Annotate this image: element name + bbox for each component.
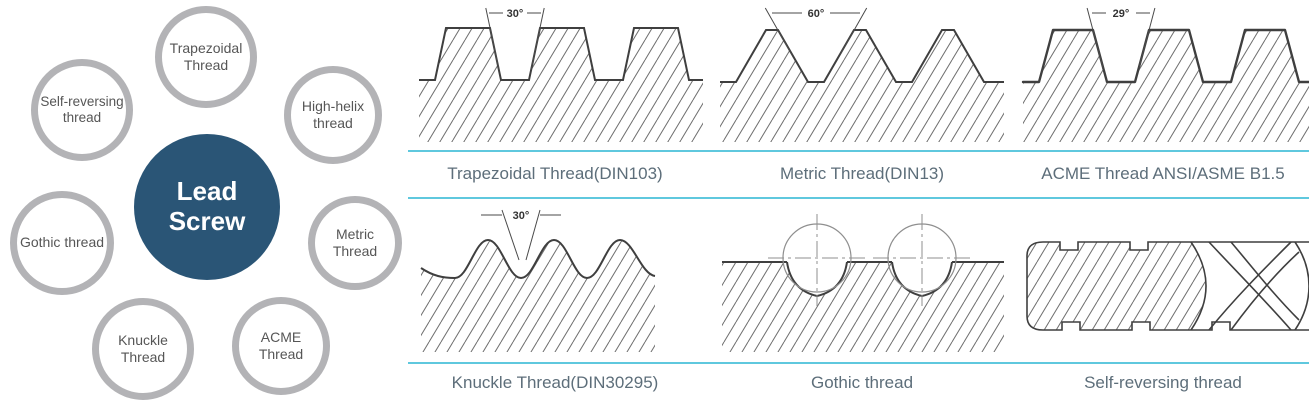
satellite-high-helix-thread: High-helix thread bbox=[284, 66, 382, 164]
satellite-trapezoidal-thread: Trapezoidal Thread bbox=[155, 6, 257, 108]
satellite-acme-thread: ACME Thread bbox=[232, 297, 330, 395]
satellite-label: Trapezoidal Thread bbox=[169, 39, 243, 73]
acme-thread-drawing: 29° bbox=[1021, 7, 1309, 142]
angle-value: 30° bbox=[513, 210, 530, 222]
panel-caption-knuckle: Knuckle Thread(DIN30295) bbox=[405, 366, 705, 400]
caption-text: Gothic thread bbox=[810, 373, 914, 392]
trapezoidal-thread-drawing: 30° bbox=[419, 7, 703, 142]
satellite-label: Self-reversing thread bbox=[40, 93, 124, 125]
satellite-knuckle-thread: Knuckle Thread bbox=[92, 298, 194, 400]
gothic-thread-drawing bbox=[722, 214, 1004, 352]
panel-caption-gothic: Gothic thread bbox=[712, 366, 1012, 400]
satellite-label: Gothic thread bbox=[19, 234, 105, 251]
angle-dimension: 60° bbox=[764, 7, 868, 56]
caption-text: ACME Thread ANSI/ASME B1.5 bbox=[1041, 164, 1285, 183]
angle-dimension: 30° bbox=[485, 7, 545, 71]
caption-text: Metric Thread(DIN13) bbox=[779, 164, 945, 183]
ball-center-marks bbox=[768, 214, 971, 306]
divider-line bbox=[408, 197, 1309, 199]
knuckle-thread-drawing: 30° bbox=[420, 209, 656, 352]
panel-caption-trapezoidal: Trapezoidal Thread(DIN103) bbox=[405, 152, 705, 196]
satellite-label: ACME Thread bbox=[258, 328, 304, 362]
satellite-self-reversing-thread: Self-reversing thread bbox=[31, 59, 133, 161]
divider-line bbox=[408, 150, 1309, 152]
divider-line bbox=[408, 362, 1309, 364]
satellite-label: High-helix thread bbox=[301, 97, 365, 131]
satellite-metric-thread: Metric Thread bbox=[308, 196, 402, 290]
angle-value: 30° bbox=[507, 8, 524, 20]
self-reversing-thread-drawing bbox=[1026, 241, 1309, 331]
angle-value: 60° bbox=[808, 8, 825, 20]
metric-thread-drawing: 60° bbox=[720, 7, 1004, 142]
satellite-label: Knuckle Thread bbox=[118, 331, 168, 365]
panel-caption-acme: ACME Thread ANSI/ASME B1.5 bbox=[1013, 152, 1309, 196]
caption-text: Self-reversing thread bbox=[1084, 373, 1242, 392]
satellite-label: Metric Thread bbox=[332, 225, 378, 259]
crossed-groove-pattern bbox=[1208, 241, 1309, 331]
hub-circle-lead-screw: Lead Screw bbox=[134, 134, 280, 280]
angle-dimension: 29° bbox=[1086, 7, 1156, 69]
hub-label: Lead Screw bbox=[168, 176, 246, 236]
panel-caption-self-reversing: Self-reversing thread bbox=[1013, 366, 1309, 400]
panel-caption-metric: Metric Thread(DIN13) bbox=[712, 152, 1012, 196]
satellite-gothic-thread: Gothic thread bbox=[10, 191, 114, 295]
caption-text: Trapezoidal Thread(DIN103) bbox=[447, 164, 663, 183]
caption-text: Knuckle Thread(DIN30295) bbox=[451, 373, 659, 392]
angle-dimension: 30° bbox=[481, 209, 561, 261]
angle-value: 29° bbox=[1113, 8, 1130, 20]
